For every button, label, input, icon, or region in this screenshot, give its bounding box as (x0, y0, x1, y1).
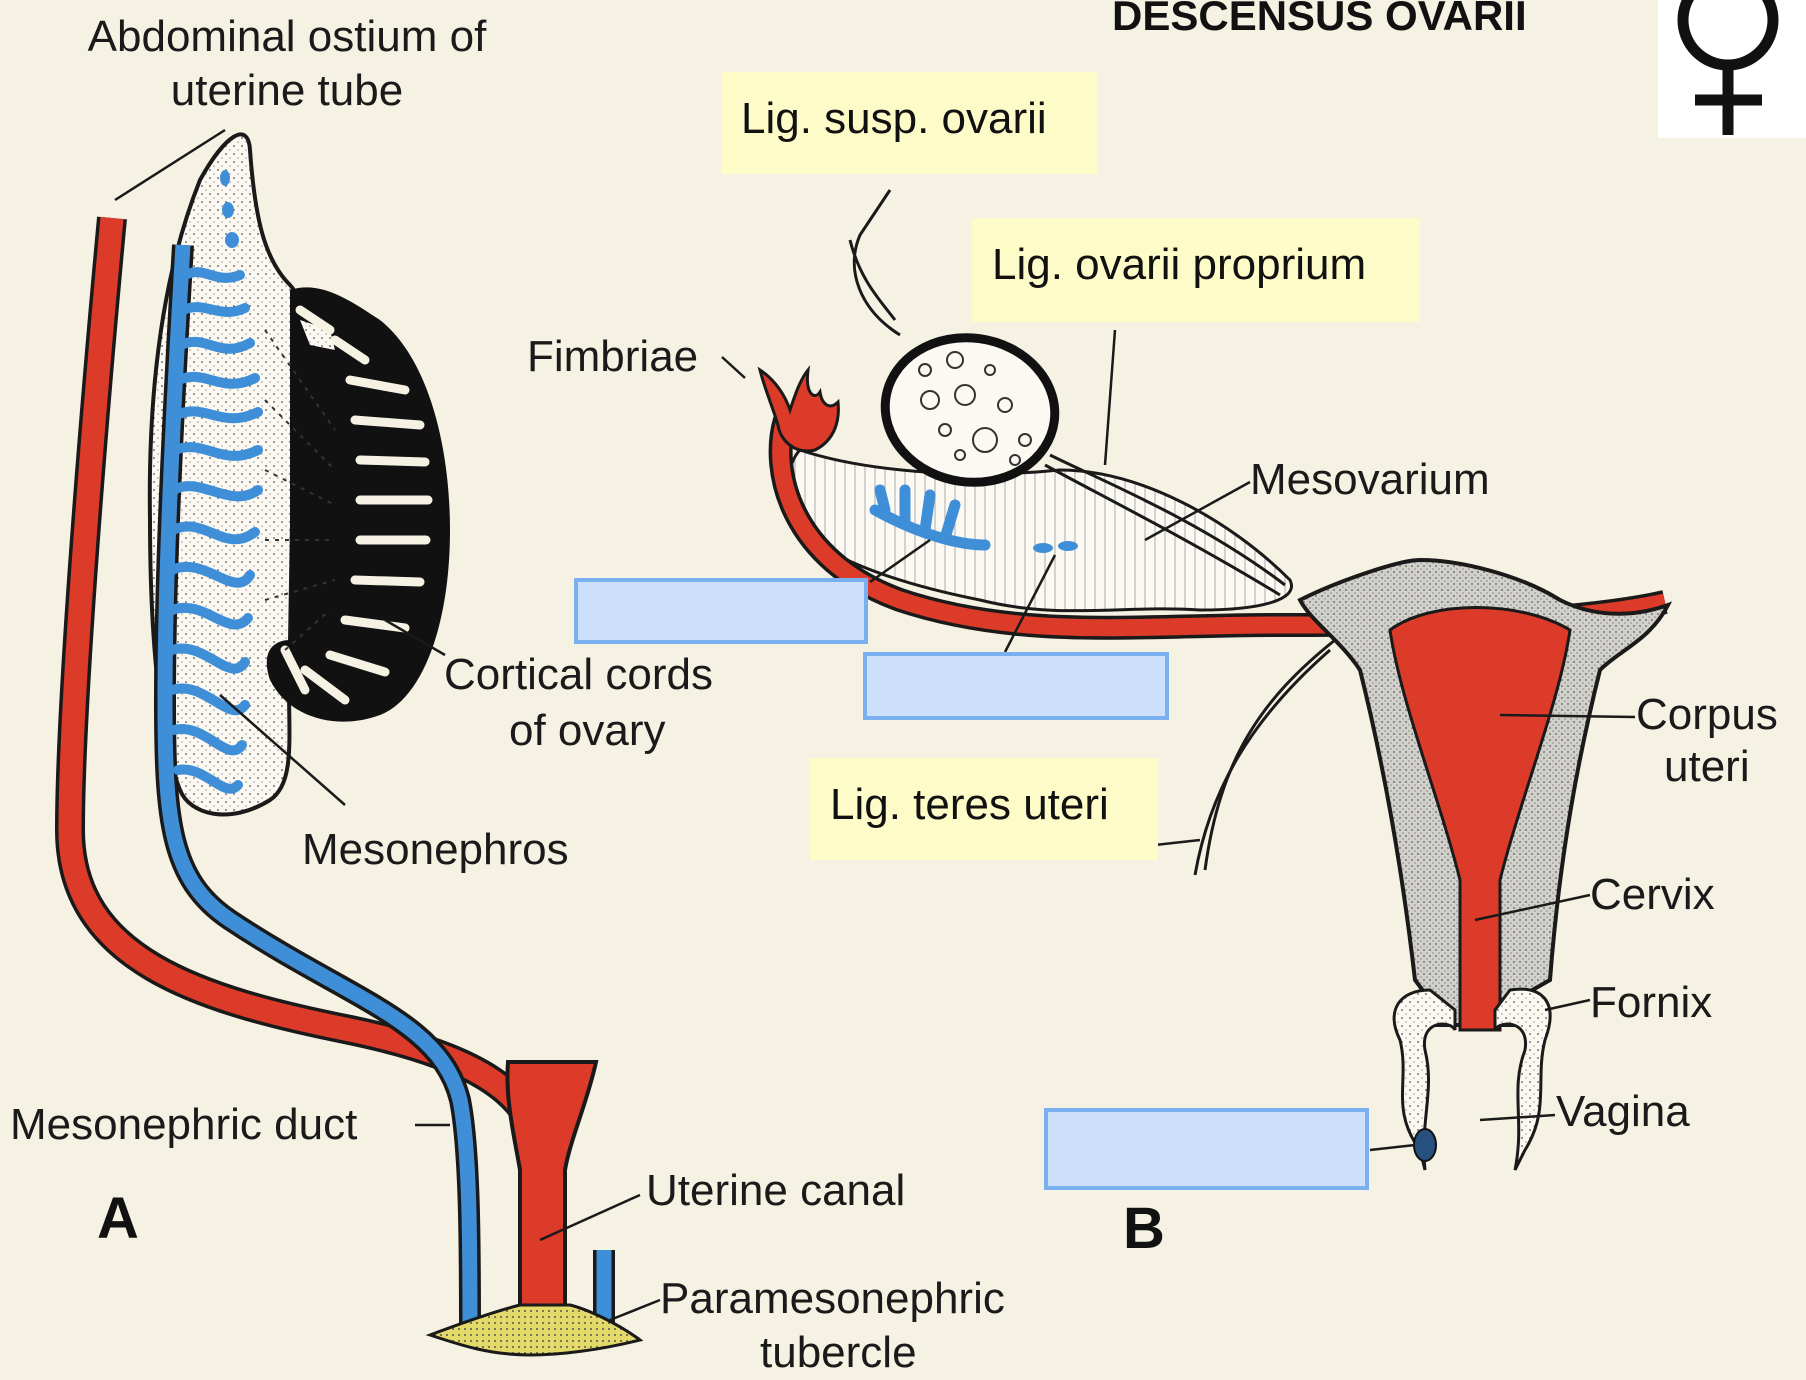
label-cervix: Cervix (1590, 868, 1715, 922)
label-lig-susp-ovarii: Lig. susp. ovarii (721, 72, 1097, 174)
page-title: DESCENSUS OVARII (1112, 0, 1527, 40)
blank-label-box-gland[interactable] (1044, 1108, 1369, 1190)
label-uterine-canal: Uterine canal (646, 1164, 905, 1218)
label-fimbriae: Fimbriae (527, 330, 698, 384)
label-cortical-cords-line2: of ovary (509, 704, 666, 758)
label-paramesonephric-line1: Paramesonephric (660, 1272, 1005, 1326)
label-vagina: Vagina (1556, 1085, 1690, 1139)
label-paramesonephric-line2: tubercle (760, 1326, 917, 1380)
label-abdominal-ostium-line1: Abdominal ostium of (62, 10, 512, 64)
label-corpus-uteri-line1: Corpus (1636, 688, 1778, 742)
label-abdominal-ostium-line2: uterine tube (62, 64, 512, 118)
label-corpus-uteri-line2: uteri (1664, 740, 1750, 794)
label-fornix: Fornix (1590, 976, 1712, 1030)
label-cortical-cords-line1: Cortical cords (444, 648, 713, 702)
vagina-wall-right (1495, 989, 1550, 1170)
panel-letter-a: A (97, 1185, 139, 1252)
vestibular-gland (1414, 1129, 1436, 1161)
blank-label-box-paroophoron[interactable] (863, 652, 1169, 720)
ovary (876, 327, 1064, 493)
suspensory-ligament (850, 190, 900, 335)
blank-label-box-epoophoron[interactable] (574, 578, 868, 644)
label-mesonephros: Mesonephros (302, 823, 569, 877)
label-lig-ovarii-proprium: Lig. ovarii proprium (972, 218, 1420, 322)
uterine-canal (507, 1062, 596, 1310)
label-mesonephric-duct: Mesonephric duct (10, 1098, 357, 1152)
label-mesovarium: Mesovarium (1250, 453, 1490, 507)
label-lig-teres-uteri: Lig. teres uteri (810, 758, 1158, 860)
panel-letter-b: B (1123, 1195, 1165, 1262)
